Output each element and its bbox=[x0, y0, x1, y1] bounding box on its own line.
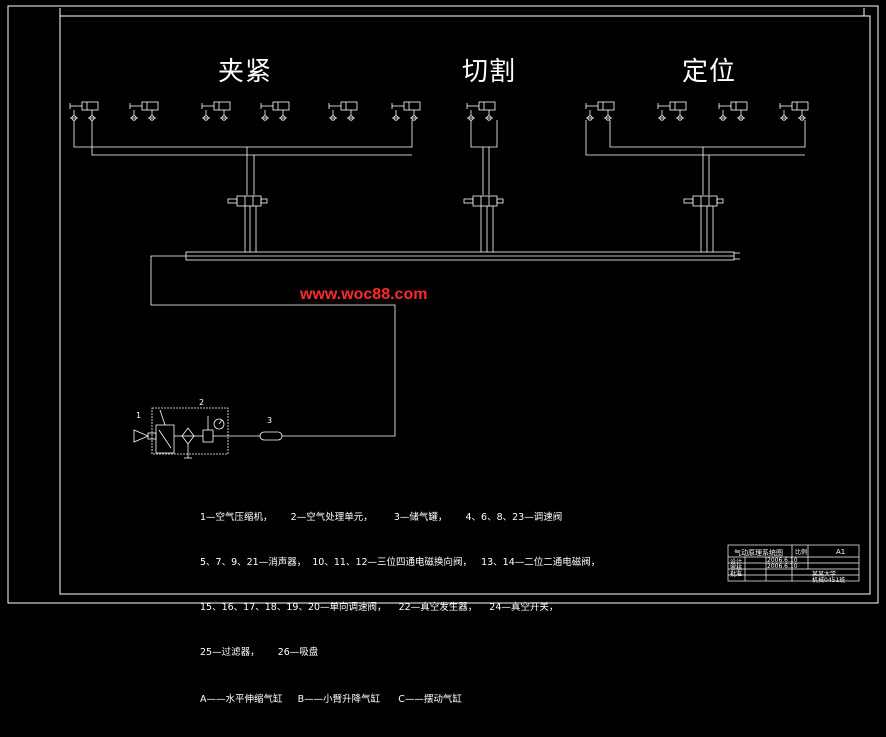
sheet-size: A1 bbox=[836, 548, 846, 556]
checker-date: 2006.6.10 bbox=[767, 563, 798, 570]
component-legend: 1—空气压缩机， 2—空气处理单元， 3—储气罐， 4、6、8、23—调速阀 5… bbox=[200, 480, 600, 737]
designer-label: 设计 bbox=[730, 559, 743, 566]
legend-line-1: 1—空气压缩机， 2—空气处理单元， 3—储气罐， 4、6、8、23—调速阀 bbox=[200, 512, 563, 523]
section-title-clamp: 夹紧 bbox=[218, 57, 273, 87]
legend-line-5: A——水平伸缩气缸 B——小臂升降气缸 C——摆动气缸 bbox=[200, 694, 462, 705]
legend-line-2: 5、7、9、21—消声器， 10、11、12—三位四通电磁换向阀， 13、14—… bbox=[200, 557, 601, 568]
cylinder-1 bbox=[69, 101, 99, 121]
pneumatic-schematic bbox=[7, 5, 879, 604]
cylinder-8 bbox=[585, 101, 615, 121]
cylinder-9 bbox=[657, 101, 687, 121]
outer-border bbox=[7, 5, 879, 604]
air-tank bbox=[259, 431, 283, 441]
cylinder-10 bbox=[718, 101, 748, 121]
inner-border bbox=[59, 15, 871, 595]
approve-label: 批准 bbox=[730, 571, 743, 578]
valve-position bbox=[683, 195, 724, 207]
cylinder-5 bbox=[328, 101, 358, 121]
label-compressor: 1 bbox=[136, 411, 142, 420]
legend-line-4: 25—过滤器， 26—吸盘 bbox=[200, 647, 319, 658]
section-title-position: 定位 bbox=[682, 57, 737, 87]
school-name: 某某大学 bbox=[812, 571, 837, 578]
cylinder-3 bbox=[201, 101, 231, 121]
checker-label: 审核 bbox=[730, 565, 743, 572]
label-treatment-unit: 2 bbox=[199, 398, 205, 407]
valve-cut bbox=[463, 195, 504, 207]
cylinder-6 bbox=[391, 101, 421, 121]
cylinder-11 bbox=[779, 101, 809, 121]
drawing-sheet: 夹紧 切割 定位 www.woc88.com 1 2 3 1—空气压缩机， 2—… bbox=[7, 5, 879, 705]
class-name: 机械0451班 bbox=[812, 577, 846, 584]
cylinder-2 bbox=[129, 101, 159, 121]
cylinder-4 bbox=[260, 101, 290, 121]
valve-clamp bbox=[227, 195, 268, 207]
watermark-url[interactable]: www.woc88.com bbox=[300, 286, 428, 303]
label-tank: 3 bbox=[267, 416, 273, 425]
title-block bbox=[727, 544, 860, 582]
drawing-title: 气动原理系统图 bbox=[734, 549, 783, 557]
section-title-cut: 切割 bbox=[462, 57, 517, 87]
scale-label: 比例 bbox=[795, 549, 808, 556]
air-supply-unit bbox=[133, 407, 230, 459]
designer-date: 2006.6.10 bbox=[767, 557, 798, 564]
cylinder-7 bbox=[466, 101, 496, 121]
